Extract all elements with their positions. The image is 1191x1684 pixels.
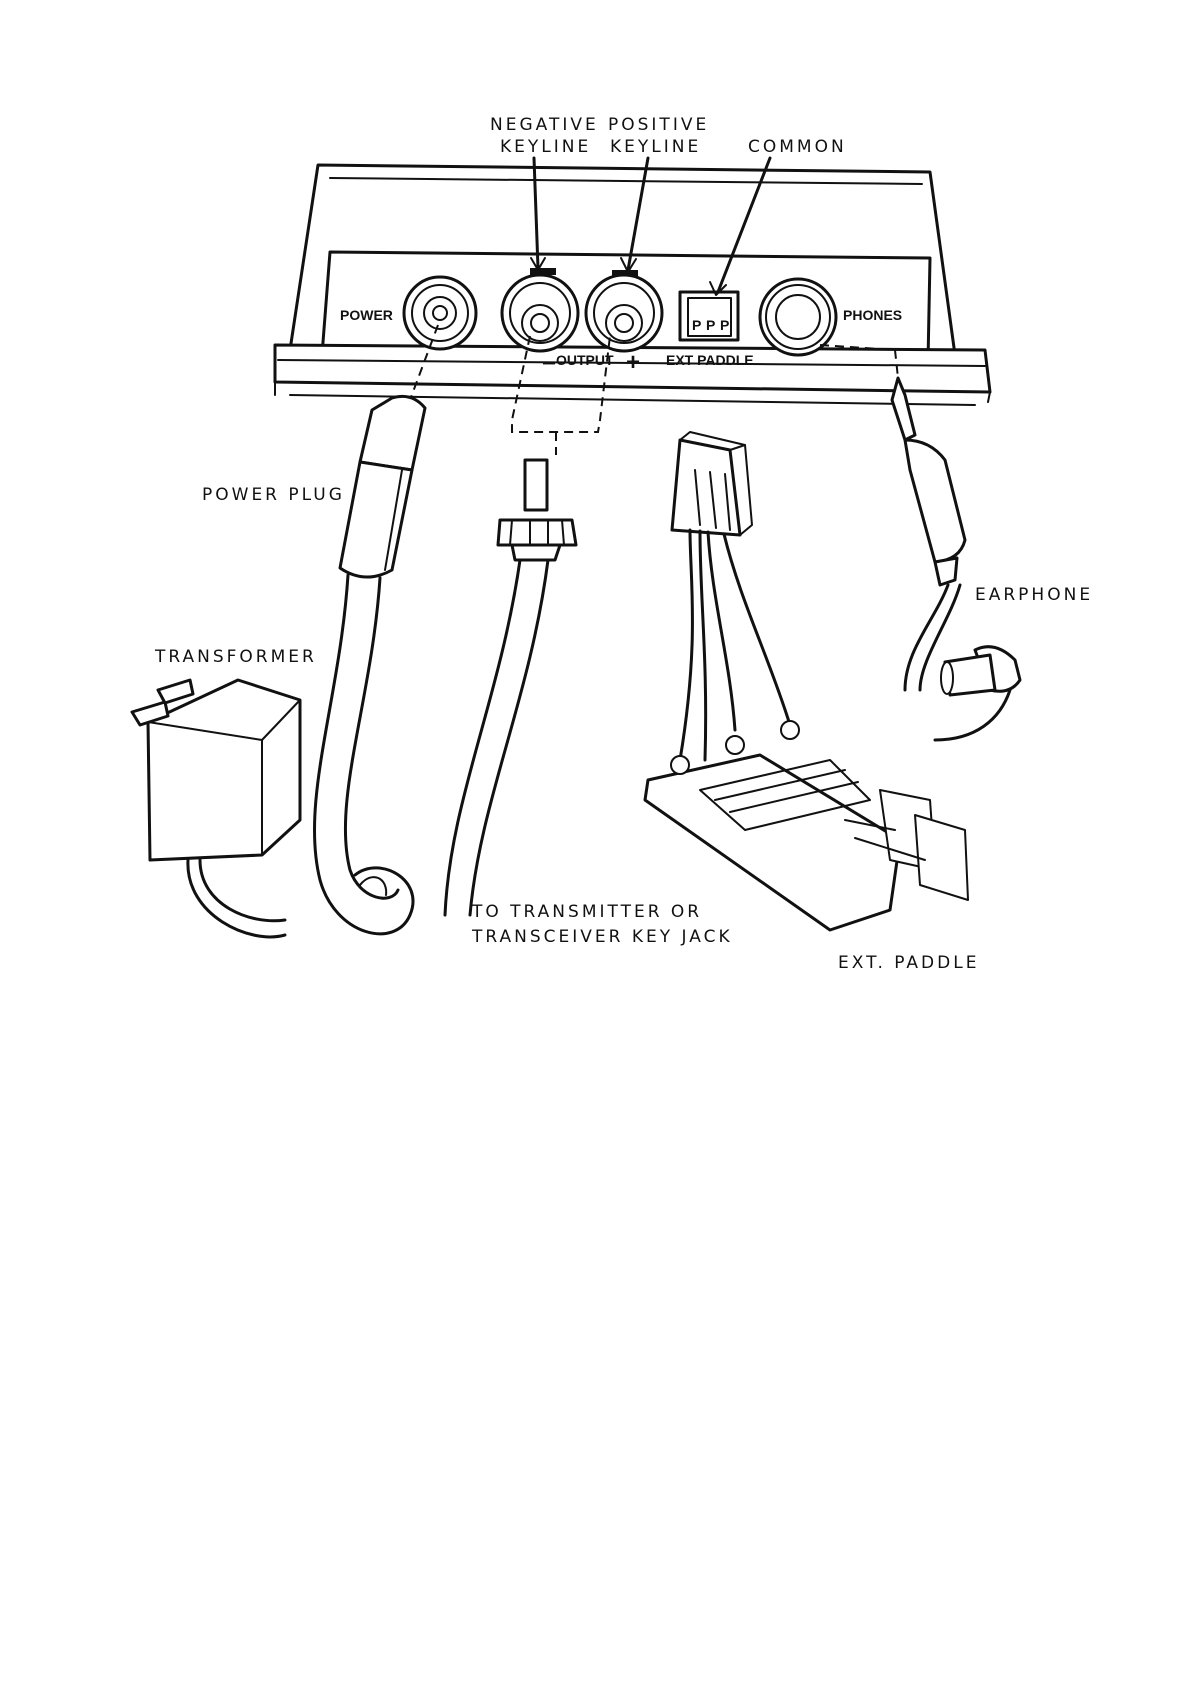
panel-power-label: POWER	[340, 307, 393, 323]
paddle-plug	[672, 432, 790, 760]
label-earphone: EARPHONE	[975, 585, 1093, 605]
label-transmitter-1: TO TRANSMITTER OR	[471, 902, 702, 922]
panel-ext-paddle-label: EXT PADDLE	[666, 352, 754, 368]
power-cord	[314, 575, 413, 934]
output-plus-sign: +	[626, 349, 640, 376]
output-minus-sign: −	[542, 350, 556, 377]
label-positive-keyline-1: POSITIVE	[608, 115, 709, 135]
label-power-plug: POWER PLUG	[202, 485, 345, 505]
panel-phones-label: PHONES	[843, 307, 902, 323]
paddle-pin-2: P	[706, 317, 715, 333]
power-plug	[340, 396, 425, 577]
label-transformer: TRANSFORMER	[154, 647, 317, 667]
label-common: COMMON	[748, 137, 847, 157]
earphone	[935, 647, 1020, 740]
phones-jack	[760, 279, 836, 355]
ext-paddle	[645, 721, 968, 930]
power-jack	[404, 277, 476, 349]
ext-paddle-connector: P P P	[680, 292, 738, 340]
label-transmitter-2: TRANSCEIVER KEY JACK	[471, 927, 733, 947]
label-positive-keyline-2: KEYLINE	[610, 137, 701, 157]
label-ext-paddle: EXT. PADDLE	[838, 953, 979, 973]
transformer	[132, 680, 300, 937]
paddle-pin-3: P	[720, 317, 729, 333]
paddle-pin-1: P	[692, 317, 701, 333]
label-negative-keyline-1: NEGATIVE	[490, 115, 599, 135]
earphone-plug	[892, 378, 965, 690]
key-jack-plug	[445, 460, 576, 915]
panel-output-label: OUTPUT	[556, 352, 614, 368]
label-negative-keyline-2: KEYLINE	[500, 137, 591, 157]
